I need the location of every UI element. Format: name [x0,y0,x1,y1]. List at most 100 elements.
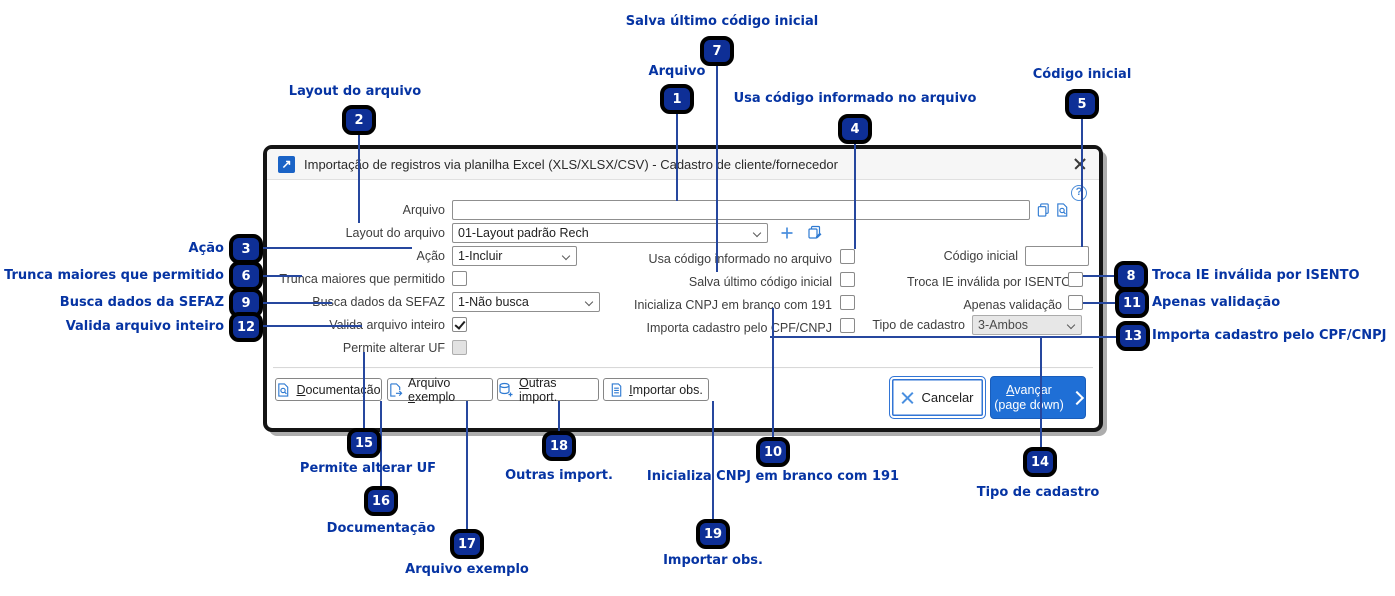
usa-codigo-label: Usa código informado no arquivo [648,252,832,266]
callout-badge-3: 3 [229,234,263,264]
separator [273,367,1093,369]
callout-line-2 [358,135,360,223]
copy-edit-icon[interactable] [807,225,824,241]
arquivo-exemplo-button[interactable]: Arquivo exemplo [387,375,493,404]
callout-line-15 [363,352,365,428]
callout-badge-8: 8 [1114,261,1148,291]
inicializa-cnpj-label: Inicializa CNPJ em branco com 191 [634,298,832,312]
callout-label-6: Trunca maiores que permitido [4,268,224,283]
callout-line-10 [772,308,774,437]
callout-line-17 [466,401,468,529]
doc-export-icon [390,382,403,397]
callout-line-9 [262,302,332,304]
callout-line-3 [262,247,412,249]
callout-label-5: Código inicial [1032,67,1132,82]
callout-line-4 [854,144,856,249]
callout-badge-10: 10 [756,437,790,467]
window-title: Importação de registros via planilha Exc… [304,156,838,172]
callout-badge-19: 19 [696,519,730,549]
arquivo-input[interactable] [452,200,1030,220]
arquivo-label: Arquivo [402,203,445,217]
arquivo-field-icons [1036,202,1070,218]
callout-line-12 [262,325,362,327]
doc-lines-icon [611,382,622,397]
titlebar: ↗ Importação de registros via planilha E… [267,149,1099,180]
callout-label-19: Importar obs. [663,553,763,568]
callout-badge-11: 11 [1115,288,1149,318]
chevron-down-icon [752,228,762,238]
busca-sefaz-combo[interactable]: 1-Não busca [452,292,600,312]
callout-label-3: Ação [188,241,224,256]
cancelar-button[interactable]: Cancelar [889,376,986,419]
callout-label-10: Inicializa CNPJ em branco com 191 [646,469,900,484]
importar-obs-button[interactable]: Importar obs. [603,378,709,401]
x-mark-icon [901,391,914,404]
codigo-inicial-input[interactable] [1025,246,1089,266]
layout-arquivo-combo[interactable]: 01-Layout padrão Rech [452,223,768,243]
layout-arquivo-value: 01-Layout padrão Rech [458,226,589,240]
arquivo-exemplo-label: Arquivo exemplo [408,375,456,404]
importa-cpf-checkbox[interactable] [840,318,855,333]
tipo-cadastro-value: 3-Ambos [978,318,1029,332]
tipo-cadastro-label: Tipo de cadastro [872,318,965,332]
outras-import-label: Outras import. [519,375,558,404]
callout-label-8: Troca IE inválida por ISENTO [1152,268,1360,283]
permite-uf-checkbox[interactable] [452,340,467,355]
cancelar-label: Cancelar [921,390,974,405]
callout-label-16: Documentação [326,521,436,536]
callout-line-16 [380,401,382,486]
help-icon[interactable]: ? [1071,185,1087,201]
callout-badge-17: 17 [450,529,484,559]
doc-search-icon [278,382,289,397]
callout-badge-14: 14 [1023,447,1057,477]
database-add-icon [499,382,513,396]
acao-combo[interactable]: 1-Incluir [452,246,577,266]
callout-badge-7: 7 [700,36,734,66]
import-dialog: ↗ Importação de registros via planilha E… [263,145,1103,432]
callout-badge-16: 16 [364,486,398,516]
documentacao-label: Documentação [296,382,381,397]
callout-badge-18: 18 [542,431,576,461]
troca-ie-checkbox[interactable] [1068,272,1083,287]
acao-value: 1-Incluir [458,249,503,263]
busca-sefaz-label: Busca dados da SEFAZ [312,295,445,309]
window-icon: ↗ [278,155,295,173]
callout-line-6 [262,275,302,277]
callout-badge-2: 2 [342,105,376,135]
copy-icon[interactable] [1036,202,1051,218]
trunca-checkbox[interactable] [452,271,467,286]
callout-badge-6: 6 [229,261,263,291]
apenas-validacao-checkbox[interactable] [1068,295,1083,310]
avancar-label: Avançar (page down) [994,382,1064,412]
callout-badge-1: 1 [660,84,694,114]
callout-label-7: Salva último código inicial [625,14,819,29]
valida-arquivo-label: Valida arquivo inteiro [329,318,445,332]
apenas-validacao-label: Apenas validação [963,298,1062,312]
callout-label-9: Busca dados da SEFAZ [59,295,224,310]
preview-file-icon[interactable] [1055,202,1070,218]
importa-cpf-label: Importa cadastro pelo CPF/CNPJ [646,321,833,335]
salva-ultimo-checkbox[interactable] [840,272,855,287]
avancar-button[interactable]: Avançar (page down) [990,376,1086,419]
callout-badge-13: 13 [1116,321,1150,351]
busca-sefaz-value: 1-Não busca [458,295,529,309]
callout-label-14: Tipo de cadastro [976,485,1100,500]
usa-codigo-checkbox[interactable] [840,249,855,264]
callout-label-11: Apenas validação [1152,295,1281,310]
codigo-inicial-label: Código inicial [943,249,1018,263]
callout-line-5 [1081,119,1083,247]
callout-line-1 [676,113,678,201]
callout-line-13 [770,336,1117,338]
valida-arquivo-checkbox[interactable] [452,317,467,332]
add-layout-icon[interactable] [779,225,795,241]
documentacao-button[interactable]: Documentação [275,378,382,401]
callout-label-13: Importa cadastro pelo CPF/CNPJ [1152,328,1387,343]
acao-label: Ação [416,249,446,263]
tipo-cadastro-combo[interactable]: 3-Ambos [972,315,1082,335]
callout-label-15: Permite alterar UF [299,461,437,476]
outras-import-button[interactable]: Outras import. [497,375,599,404]
callout-label-12: Valida arquivo inteiro [65,319,224,334]
inicializa-cnpj-checkbox[interactable] [840,295,855,310]
callout-label-2: Layout do arquivo [288,84,422,99]
